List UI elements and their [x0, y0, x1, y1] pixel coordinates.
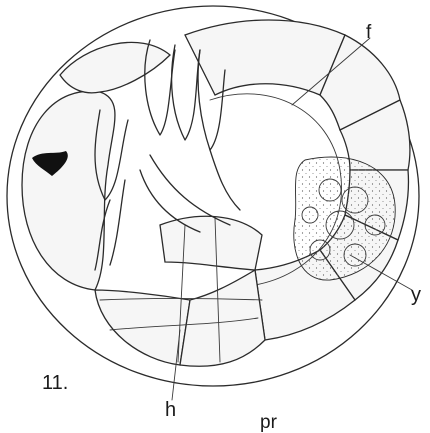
label-pr: pr	[260, 413, 277, 432]
figure-number: 11.	[42, 373, 68, 393]
label-y: y	[411, 285, 421, 305]
label-f: f	[366, 23, 371, 42]
label-h: h	[165, 400, 176, 420]
ventral-segments	[95, 216, 265, 366]
head-lobe-upper	[60, 42, 170, 92]
